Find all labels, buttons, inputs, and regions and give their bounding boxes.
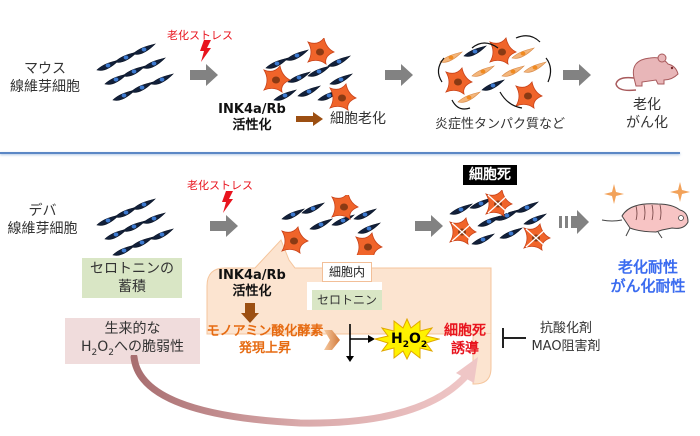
death-induce-line2: 誘導 bbox=[451, 341, 479, 357]
antioxidant-label: 抗酸化剤 bbox=[539, 321, 592, 336]
gradient-arrow-right-icon bbox=[324, 330, 340, 350]
arrow-right-icon bbox=[415, 215, 443, 237]
mouse-label-line1: マウス bbox=[24, 61, 66, 77]
aging-stress-label-top: 老化ストレス bbox=[167, 29, 233, 42]
mouse-icon bbox=[615, 53, 679, 92]
h2o2-o: O bbox=[408, 331, 421, 347]
normal-fibroblast-cluster-icon bbox=[96, 43, 174, 101]
intracellular-tag: 細胞内 bbox=[322, 262, 373, 282]
serotonin-accum-line1: セロトニンの bbox=[90, 261, 174, 277]
mao-line1: モノアミン酸化酵素 bbox=[206, 324, 324, 339]
aging-resistance: 老化耐性 bbox=[617, 258, 678, 276]
h2o2-burst-icon bbox=[374, 318, 440, 360]
v-sub2: 2 bbox=[108, 347, 115, 358]
curved-arrow-icon bbox=[130, 355, 478, 427]
serotonin-accum-line2: 蓄積 bbox=[118, 279, 146, 295]
molerat-label-line1: デバ bbox=[28, 203, 57, 219]
v-o: O bbox=[97, 339, 109, 355]
arrow-right-icon bbox=[563, 64, 591, 86]
aging-outcome: 老化 bbox=[633, 97, 661, 113]
vulnerability-line1: 生来的な bbox=[104, 321, 161, 337]
cellular-senescence-label: 細胞老化 bbox=[330, 111, 386, 127]
dashed-arrow-right-icon bbox=[559, 210, 589, 234]
cancer-resistance: がん化耐性 bbox=[610, 277, 686, 295]
dead-cell-cluster-icon bbox=[448, 190, 553, 252]
molerat-label-line2: 線維芽細胞 bbox=[7, 221, 78, 237]
cell-death-induction-label: 細胞死 誘導 bbox=[440, 322, 490, 358]
mouse-fibroblast-label: マウス 線維芽細胞 bbox=[0, 60, 90, 96]
ink4a-activation-label-top: INK4a/Rb 活性化 bbox=[212, 102, 292, 134]
death-induce-line1: 細胞死 bbox=[444, 323, 486, 339]
mole-rat-fibroblast-label: デバ 線維芽細胞 bbox=[0, 202, 85, 238]
normal-fibroblast-cluster-icon bbox=[96, 198, 174, 256]
h2o2-sub1: 2 bbox=[402, 339, 409, 350]
cancer-outcome: がん化 bbox=[626, 115, 668, 131]
inhibitor-label: 抗酸化剤 MAO阻害剤 bbox=[526, 320, 606, 356]
senescent-cell-cluster-icon bbox=[281, 195, 383, 255]
mao-upregulation-label: モノアミン酸化酵素 発現上昇 bbox=[205, 323, 325, 357]
arrow-right-icon bbox=[190, 64, 218, 86]
arrow-right-icon bbox=[210, 215, 238, 237]
brown-arrow-down-icon bbox=[241, 303, 259, 323]
aging-stress-label-bottom: 老化ストレス bbox=[187, 179, 253, 192]
mao-line2: 発現上昇 bbox=[238, 341, 291, 356]
v-suffix: への脆弱性 bbox=[114, 339, 185, 355]
lightning-icon bbox=[200, 40, 211, 62]
h2o2-sub2: 2 bbox=[420, 339, 428, 350]
inflammatory-proteins-label: 炎症性タンパク質など bbox=[434, 117, 565, 132]
h2o2-label: H2O2 bbox=[391, 331, 427, 350]
section-divider bbox=[0, 152, 680, 154]
ink-line2: 活性化 bbox=[232, 284, 272, 299]
v-h: H bbox=[80, 339, 92, 355]
mouse-outcome-label: 老化 がん化 bbox=[612, 96, 682, 132]
resistance-label: 老化耐性 がん化耐性 bbox=[603, 258, 693, 296]
serotonin-box: セロトニン bbox=[312, 290, 382, 310]
arrow-right-icon bbox=[385, 64, 413, 86]
ink-line1: INK4a/Rb bbox=[218, 268, 286, 283]
branch-arrow-icon bbox=[346, 324, 375, 362]
brown-arrow-right-icon bbox=[296, 112, 323, 126]
v-sub1: 2 bbox=[91, 347, 98, 358]
serotonin-accumulation-box: セロトニンの 蓄積 bbox=[82, 258, 182, 298]
vulnerability-line2: H2O2への脆弱性 bbox=[65, 338, 200, 362]
h2o2-h: H bbox=[391, 331, 403, 347]
inflammatory-secretion-cluster-icon bbox=[437, 35, 552, 110]
ink-line2: 活性化 bbox=[232, 118, 272, 133]
ink-line1: INK4a/Rb bbox=[218, 102, 286, 117]
mouse-label-line2: 線維芽細胞 bbox=[10, 79, 80, 95]
lightning-icon bbox=[222, 191, 233, 213]
mao-inhibitor-label: MAO阻害剤 bbox=[531, 339, 601, 354]
ink4a-activation-label-bottom: INK4a/Rb 活性化 bbox=[212, 268, 292, 300]
inhibition-bar-icon bbox=[502, 328, 526, 348]
naked-mole-rat-icon bbox=[601, 182, 690, 239]
cell-death-label: 細胞死 bbox=[463, 165, 517, 185]
